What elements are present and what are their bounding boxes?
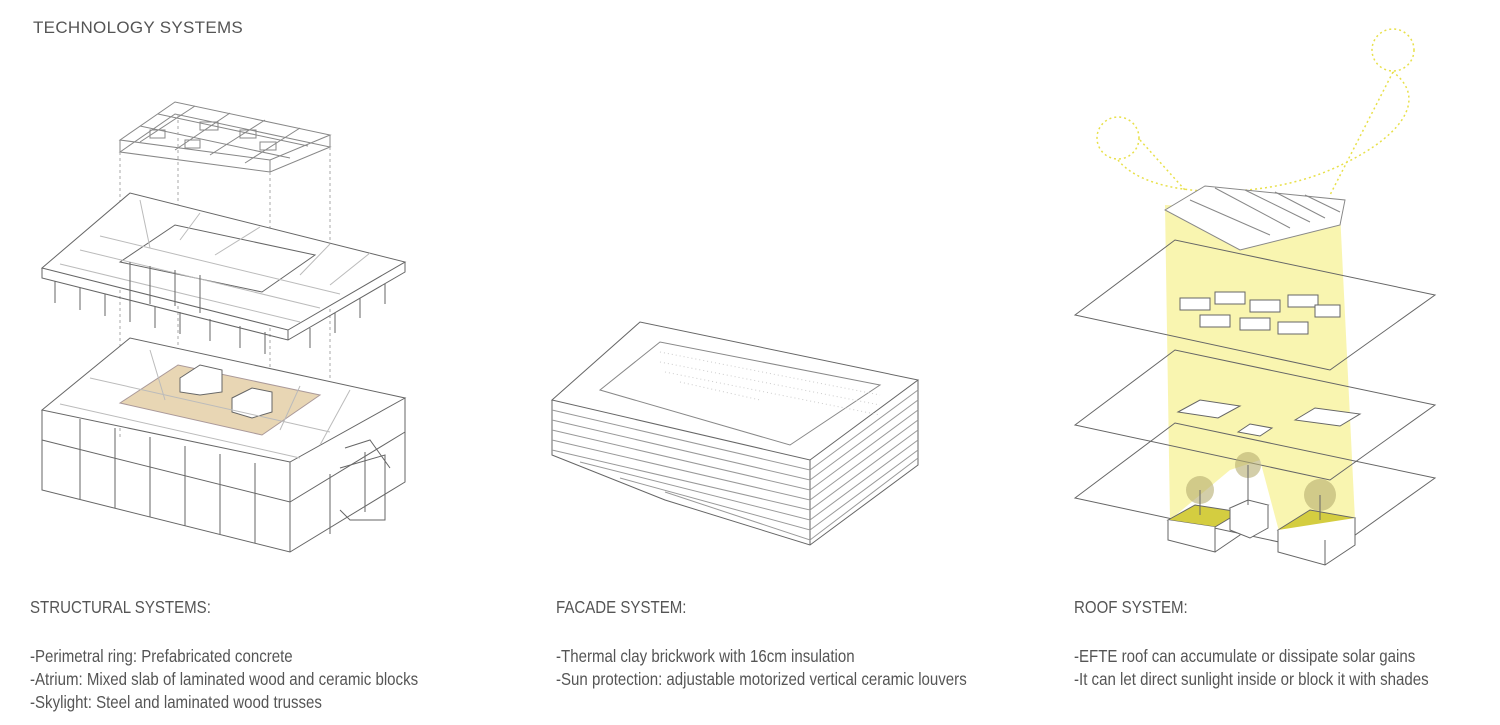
- structural-systems-section: STRUCTURAL SYSTEMS: -Perimetral ring: Pr…: [30, 597, 418, 714]
- section-line: -Perimetral ring: Prefabricated concrete: [30, 646, 293, 666]
- facade-diagram: [550, 321, 920, 546]
- roof-system-section: ROOF SYSTEM: -EFTE roof can accumulate o…: [1074, 597, 1429, 691]
- light-beams: [1165, 205, 1355, 535]
- section-line: -Skylight: Steel and laminated wood trus…: [30, 692, 322, 712]
- page-title: TECHNOLOGY SYSTEMS: [33, 18, 244, 37]
- planters: [1166, 452, 1357, 566]
- section-line: -Thermal clay brickwork with 16cm insula…: [556, 646, 855, 666]
- sun-icon: [1371, 28, 1415, 72]
- sun-path: [1117, 71, 1410, 196]
- roof-diagram: [1073, 28, 1437, 566]
- section-line: -EFTE roof can accumulate or dissipate s…: [1074, 646, 1416, 666]
- facade-system-section: FACADE SYSTEM: -Thermal clay brickwork w…: [556, 597, 967, 691]
- section-line: -It can let direct sunlight inside or bl…: [1074, 669, 1429, 689]
- section-heading: STRUCTURAL SYSTEMS:: [30, 597, 211, 617]
- skylight-modules: [1176, 291, 1362, 437]
- sun-icon: [1096, 116, 1140, 160]
- diagrams: [40, 28, 1437, 566]
- structural-diagram: [40, 101, 407, 553]
- section-heading: ROOF SYSTEM:: [1074, 597, 1188, 617]
- efte-roof: [1163, 185, 1346, 251]
- section-line: -Atrium: Mixed slab of laminated wood an…: [30, 669, 419, 689]
- skylight-truss: [118, 101, 332, 173]
- lower-floor: [40, 337, 407, 553]
- section-line: -Sun protection: adjustable motorized ve…: [556, 669, 967, 689]
- perimetral-ring: [40, 192, 407, 354]
- section-heading: FACADE SYSTEM:: [556, 597, 687, 617]
